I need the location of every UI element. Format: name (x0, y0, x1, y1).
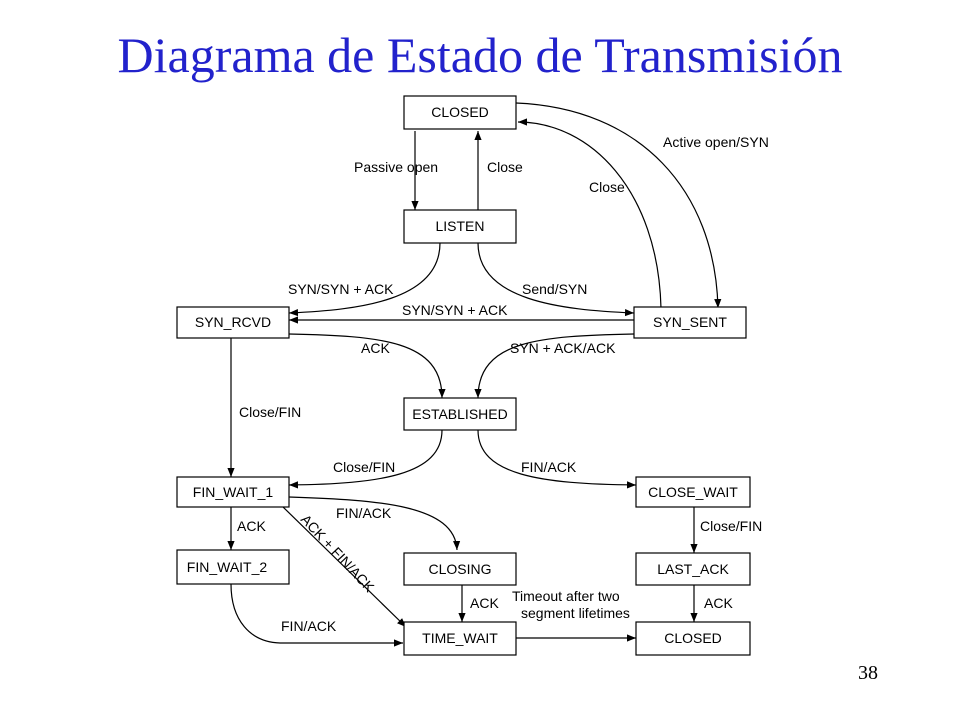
edge-fin-wait-1-time-wait (281, 505, 407, 628)
edge-close-syn-sent (517, 118, 662, 309)
label-syn-synack-listen: SYN/SYN + ACK (288, 281, 394, 297)
state-label: FIN_WAIT_1 (193, 484, 274, 500)
label-fin-ack-fw1: FIN/ACK (336, 505, 392, 521)
label-active-open: Active open/SYN (663, 134, 769, 150)
label-close-syn-sent: Close (589, 179, 625, 195)
state-established: ESTABLISHED (403, 397, 517, 431)
label-timeout-line2: segment lifetimes (521, 605, 630, 621)
state-close-wait: CLOSE_WAIT (635, 476, 751, 508)
state-label: SYN_SENT (653, 314, 727, 330)
state-last-ack: LAST_ACK (635, 552, 751, 586)
slide-title: Diagrama de Estado de Transmisión (117, 27, 843, 83)
state-label: LAST_ACK (657, 561, 729, 577)
label-passive-open: Passive open (354, 159, 438, 175)
page-number: 38 (858, 662, 878, 684)
label-timeout-line1: Timeout after two (512, 588, 620, 604)
label-ack-fin-ack: ACK + FIN/ACK (298, 511, 378, 596)
label-send-syn: Send/SYN (522, 281, 587, 297)
label-syn-synack-sent: SYN/SYN + ACK (402, 302, 508, 318)
state-syn-rcvd: SYN_RCVD (176, 306, 290, 339)
label-close-fin-rcvd: Close/FIN (239, 404, 301, 420)
label-fin-ack-fw2: FIN/ACK (281, 618, 337, 634)
edge-listen-syn-rcvd (288, 242, 441, 317)
state-closed-top: CLOSED (403, 95, 517, 130)
label-close-fin-cw: Close/FIN (700, 518, 762, 534)
edge-fin-wait-2-time-wait (230, 583, 403, 647)
state-label: FIN_WAIT_2 (187, 559, 268, 575)
state-listen: LISTEN (403, 209, 517, 244)
label-ack-fw1: ACK (237, 518, 266, 534)
state-time-wait: TIME_WAIT (403, 621, 517, 656)
state-syn-sent: SYN_SENT (633, 306, 747, 339)
state-fin-wait-1: FIN_WAIT_1 (176, 476, 290, 508)
edge-active-open (515, 102, 722, 309)
edge-established-fin-wait-1 (288, 429, 443, 489)
label-fin-ack-est: FIN/ACK (521, 459, 577, 475)
state-closing: CLOSING (403, 552, 517, 586)
edge-fin-wait-1-closing (288, 496, 461, 551)
state-label: SYN_RCVD (195, 314, 271, 330)
label-close-fin-est: Close/FIN (333, 459, 395, 475)
edge-established-close-wait (477, 429, 637, 489)
state-label: CLOSING (428, 561, 491, 577)
edge-listen-syn-sent (477, 242, 635, 317)
state-label: ESTABLISHED (412, 406, 507, 422)
state-label: LISTEN (435, 218, 484, 234)
label-close-listen: Close (487, 159, 523, 175)
state-label: TIME_WAIT (422, 630, 498, 646)
edge-syn-sent-established (474, 333, 635, 399)
edge-syn-rcvd-established (288, 333, 446, 399)
state-closed-bottom: CLOSED (635, 621, 751, 656)
state-label: CLOSED (664, 630, 722, 646)
state-label: CLOSE_WAIT (648, 484, 738, 500)
transition-edges (227, 102, 722, 647)
state-label: CLOSED (431, 104, 489, 120)
label-ack-closing: ACK (470, 595, 499, 611)
label-ack-last: ACK (704, 595, 733, 611)
label-ack-rcvd: ACK (361, 340, 390, 356)
label-synack-ack: SYN + ACK/ACK (510, 340, 616, 356)
state-fin-wait-2: FIN_WAIT_2 (176, 549, 290, 585)
